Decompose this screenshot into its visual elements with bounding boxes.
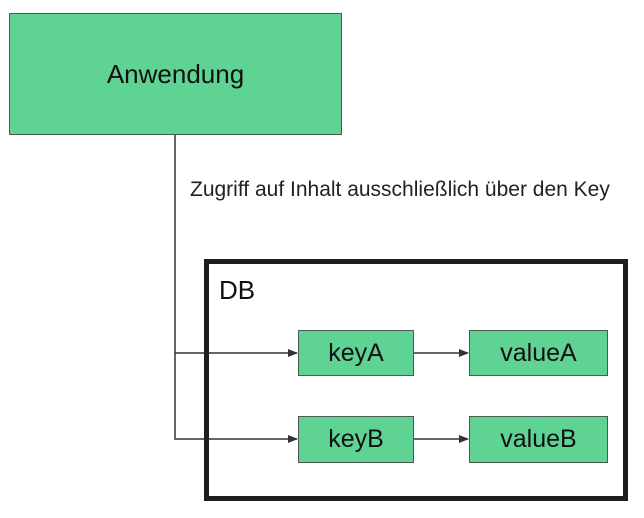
database-label: DB bbox=[219, 275, 256, 305]
key-label: keyB bbox=[328, 425, 384, 453]
key-label: keyA bbox=[328, 338, 384, 367]
value-box-a: valueA bbox=[469, 330, 608, 376]
application-label: Anwendung bbox=[106, 58, 245, 89]
value-label: valueA bbox=[500, 338, 577, 367]
access-note: Zugriff auf Inhalt ausschließlich über d… bbox=[190, 178, 610, 201]
value-box-b: valueB bbox=[469, 416, 608, 463]
value-label: valueB bbox=[500, 425, 577, 453]
key-box-b: keyB bbox=[298, 416, 414, 463]
app-to-keyB-connector bbox=[174, 353, 298, 443]
database-frame bbox=[204, 259, 628, 501]
application-box: Anwendung bbox=[9, 13, 342, 135]
key-box-a: keyA bbox=[298, 330, 414, 376]
